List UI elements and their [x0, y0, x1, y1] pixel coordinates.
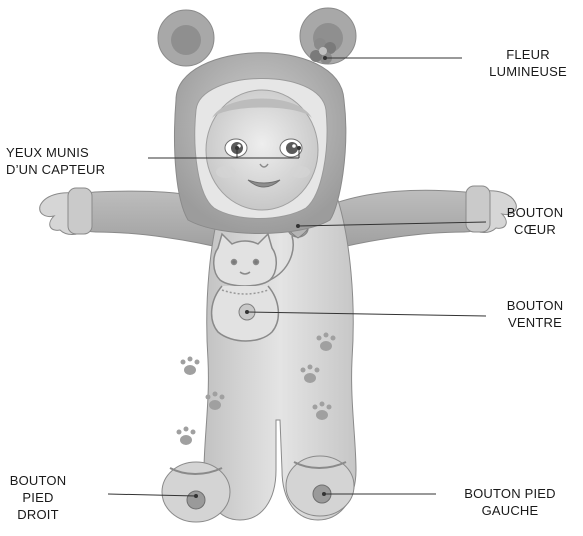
label-line: LUMINEUSE — [478, 63, 578, 80]
label-bouton-ventre: BOUTON VENTRE — [490, 297, 580, 331]
label-bouton-pied-droit: BOUTON PIED DROIT — [0, 472, 76, 523]
right-eye-sensor-icon — [286, 142, 298, 154]
label-line: PIED — [0, 489, 76, 506]
label-line: BOUTON — [0, 472, 76, 489]
left-cheek — [216, 166, 236, 178]
left-ear-inner — [171, 25, 201, 55]
label-bouton-coeur: BOUTON CŒUR — [490, 204, 580, 238]
label-line: BOUTON — [490, 204, 580, 221]
right-arm — [330, 190, 488, 250]
right-cheek — [290, 166, 310, 178]
label-line: D’UN CAPTEUR — [6, 161, 156, 178]
right-foot-button-icon — [187, 491, 205, 509]
right-eye-glint — [292, 144, 296, 148]
label-line: CŒUR — [490, 221, 580, 238]
label-line: FLEUR — [478, 46, 578, 63]
label-line: GAUCHE — [440, 502, 580, 519]
left-cuff — [68, 188, 92, 234]
right-cuff — [466, 186, 490, 232]
label-line: YEUX MUNIS — [6, 144, 156, 161]
label-line: BOUTON — [490, 297, 580, 314]
label-line: BOUTON PIED — [440, 485, 580, 502]
label-line: VENTRE — [490, 314, 580, 331]
label-fleur-lumineuse: FLEUR LUMINEUSE — [478, 46, 578, 80]
label-line: DROIT — [0, 506, 76, 523]
label-yeux-capteur: YEUX MUNIS D’UN CAPTEUR — [6, 144, 156, 178]
label-bouton-pied-gauche: BOUTON PIED GAUCHE — [440, 485, 580, 519]
